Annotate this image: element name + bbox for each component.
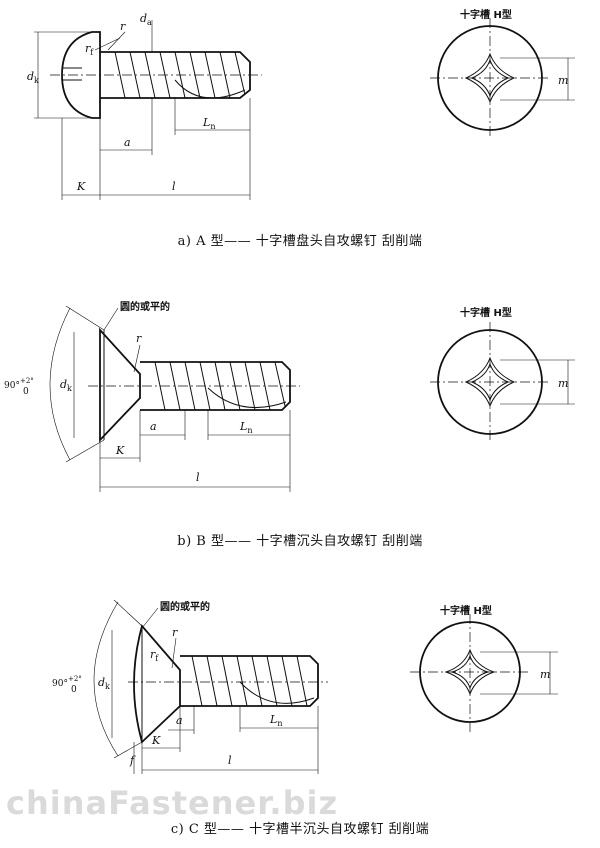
- cutting-end: [207, 387, 287, 408]
- cross-recess-inner: [470, 58, 510, 98]
- dim-ln: Ln: [239, 420, 252, 435]
- cutting-end: [174, 79, 246, 99]
- dim-k: K: [151, 734, 161, 747]
- angle-ext-bottom: [113, 741, 143, 759]
- dim-l: l: [228, 754, 232, 767]
- dim-l: l: [196, 471, 200, 484]
- dim-a: a: [176, 714, 183, 727]
- dim-ln: Ln: [269, 713, 282, 728]
- caption-c: c) C 型—— 十字槽半沉头自攻螺钉 刮削端: [170, 822, 430, 837]
- angle-tol-low: 0: [71, 685, 77, 695]
- angle-arc: [93, 601, 119, 757]
- dim-r: r: [136, 332, 142, 345]
- dim-f: f: [129, 754, 136, 767]
- thread-lines: [191, 655, 308, 707]
- angle-tol-low: 0: [23, 387, 29, 397]
- end-view-label: 十字槽 H型: [460, 8, 512, 21]
- csk-head-outline: [99, 327, 141, 443]
- note-leader: [103, 307, 119, 331]
- dim-r: r: [172, 626, 178, 639]
- dim-l: l: [172, 180, 176, 193]
- caption-a: a) A 型—— 十字槽盘头自攻螺钉 刮削端: [177, 234, 423, 249]
- dim-ln: Ln: [202, 116, 215, 131]
- dim-da: da: [140, 12, 152, 27]
- watermark: chinaFastener.biz: [6, 784, 339, 822]
- shank-outline: [180, 655, 319, 707]
- cross-recess-inner: [450, 654, 490, 690]
- dim-k: K: [76, 180, 86, 193]
- panel-b: 圆的或平的 90°+2° 0 dk r a Ln K l: [0, 290, 600, 570]
- cross-recess: [464, 52, 516, 104]
- dim-rf: rf: [150, 648, 159, 663]
- angle-arc: [49, 307, 71, 461]
- dim-k: K: [115, 444, 125, 457]
- dim-m: m: [540, 668, 550, 681]
- caption-b: b) B 型—— 十字槽沉头自攻螺钉 刮削端: [177, 534, 423, 549]
- r-leader: [107, 31, 126, 51]
- panel-c-drawing: 圆的或平的 90°+2° 0 dk rf r a Ln K: [52, 599, 558, 774]
- dim-a: a: [124, 136, 131, 149]
- dim-m: m: [558, 74, 568, 87]
- cross-recess-inner: [470, 362, 510, 402]
- panel-a: dk rf r da a Ln K l 十字槽 H型 m a) A 型—— 十字…: [0, 0, 600, 260]
- panel-c: 圆的或平的 90°+2° 0 dk rf r a Ln K: [0, 590, 600, 848]
- raised-csk-head-outline: [133, 624, 181, 744]
- dim-rf: rf: [85, 42, 94, 57]
- angle-label: 90°+2°: [52, 675, 82, 689]
- angle-ext-top: [65, 305, 105, 331]
- r-leader: [133, 344, 141, 373]
- cutting-end: [239, 681, 315, 704]
- dim-dk: dk: [98, 676, 110, 691]
- end-view-label: 十字槽 H型: [440, 604, 492, 617]
- angle-label: 90°+2°: [4, 377, 34, 391]
- dim-a: a: [150, 420, 157, 433]
- cross-recess: [464, 356, 516, 408]
- end-view-label: 十字槽 H型: [460, 306, 512, 319]
- dim-dk: dk: [27, 70, 39, 85]
- dim-r: r: [120, 20, 126, 33]
- angle-ext-bottom: [65, 439, 105, 463]
- note-round-or-flat: 圆的或平的: [120, 300, 170, 313]
- rf-leader: [94, 37, 121, 51]
- panel-b-drawing: 圆的或平的 90°+2° 0 dk r a Ln K l: [4, 300, 575, 492]
- note-leader: [141, 607, 159, 629]
- dim-m: m: [558, 377, 568, 390]
- cross-recess: [444, 648, 496, 696]
- r-leader: [171, 637, 177, 669]
- angle-ext-top: [113, 599, 143, 627]
- note-round-or-flat: 圆的或平的: [160, 600, 210, 613]
- panel-a-drawing: dk rf r da a Ln K l 十字槽 H型 m: [27, 8, 575, 200]
- dim-dk: dk: [60, 378, 72, 393]
